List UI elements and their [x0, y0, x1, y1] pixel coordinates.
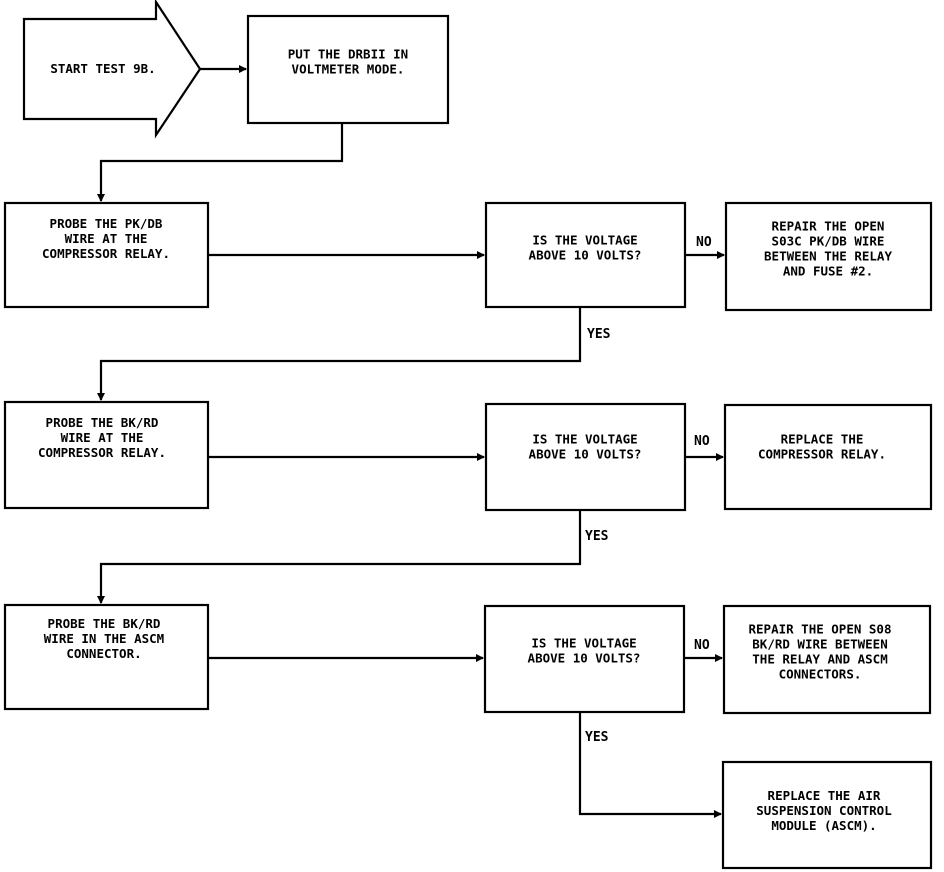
probe2-box	[3, 400, 210, 510]
box-text-line: IS THE VOLTAGE	[531, 636, 636, 651]
box-text-line: ABOVE 10 VOLTS?	[528, 651, 641, 666]
probe1-box	[3, 201, 210, 309]
box-text-line: PROBE THE BK/RD	[46, 415, 159, 430]
q1-yes-connector	[97, 307, 582, 401]
q1-yes-label: YES	[587, 327, 611, 342]
box-text-line: BK/RD WIRE BETWEEN	[752, 637, 887, 652]
box-text-line: WIRE IN THE ASCM	[44, 631, 164, 646]
box-text-line: S03C PK/DB WIRE	[772, 234, 885, 249]
q3-no-label: NO	[694, 638, 710, 653]
q1-box	[484, 201, 687, 309]
replace-relay-box	[723, 403, 933, 511]
start-text: START TEST 9B.	[50, 61, 155, 76]
box-text-line: START TEST 9B.	[50, 61, 155, 76]
q2-box	[484, 402, 687, 512]
box-text-line: CONNECTORS.	[779, 667, 862, 682]
box-text-line: ABOVE 10 VOLTS?	[529, 447, 642, 462]
box-text-line: MODULE (ASCM).	[771, 818, 876, 833]
box-text-line: PROBE THE PK/DB	[50, 216, 163, 231]
box-text-line: REPAIR THE OPEN	[772, 219, 885, 234]
box-text-line: REPLACE THE AIR	[768, 788, 881, 803]
probe3-box	[3, 603, 210, 711]
box-text-line: VOLTMETER MODE.	[292, 62, 405, 77]
box-text-line: IS THE VOLTAGE	[532, 432, 637, 447]
put-to-probe1-connector	[97, 123, 344, 202]
replace-ascm-box	[721, 760, 933, 870]
q1-no-label: NO	[696, 235, 712, 250]
q3-yes-connector	[578, 712, 722, 818]
box-text-line: COMPRESSOR RELAY.	[758, 447, 886, 462]
q3-box	[483, 604, 686, 714]
box-text-line: IS THE VOLTAGE	[532, 233, 637, 248]
box-text-line: COMPRESSOR RELAY.	[42, 246, 170, 261]
box-text-line: REPLACE THE	[781, 432, 864, 447]
box-text-line: CONNECTOR.	[66, 646, 141, 661]
box-text-line: WIRE AT THE	[61, 430, 144, 445]
start-shape	[22, 0, 202, 139]
q3-yes-label: YES	[585, 730, 609, 745]
box-text-line: AND FUSE #2.	[783, 264, 873, 279]
box-text-line: PUT THE DRBII IN	[288, 47, 408, 62]
box-text-line: THE RELAY AND ASCM	[752, 652, 887, 667]
repair1-box	[724, 201, 933, 312]
put-drb-box	[246, 14, 450, 125]
box-text-line: WIRE AT THE	[65, 231, 148, 246]
box-text-line: COMPRESSOR RELAY.	[38, 445, 166, 460]
box-text-line: PROBE THE BK/RD	[48, 616, 161, 631]
box-text-line: REPAIR THE OPEN S08	[749, 622, 892, 637]
repair3-box	[722, 604, 932, 715]
q2-yes-label: YES	[585, 529, 609, 544]
box-text-line: SUSPENSION CONTROL	[756, 803, 892, 818]
q2-no-label: NO	[694, 434, 710, 449]
q2-yes-connector	[97, 510, 582, 604]
box-text-line: BETWEEN THE RELAY	[764, 249, 892, 264]
box-text-line: ABOVE 10 VOLTS?	[529, 248, 642, 263]
